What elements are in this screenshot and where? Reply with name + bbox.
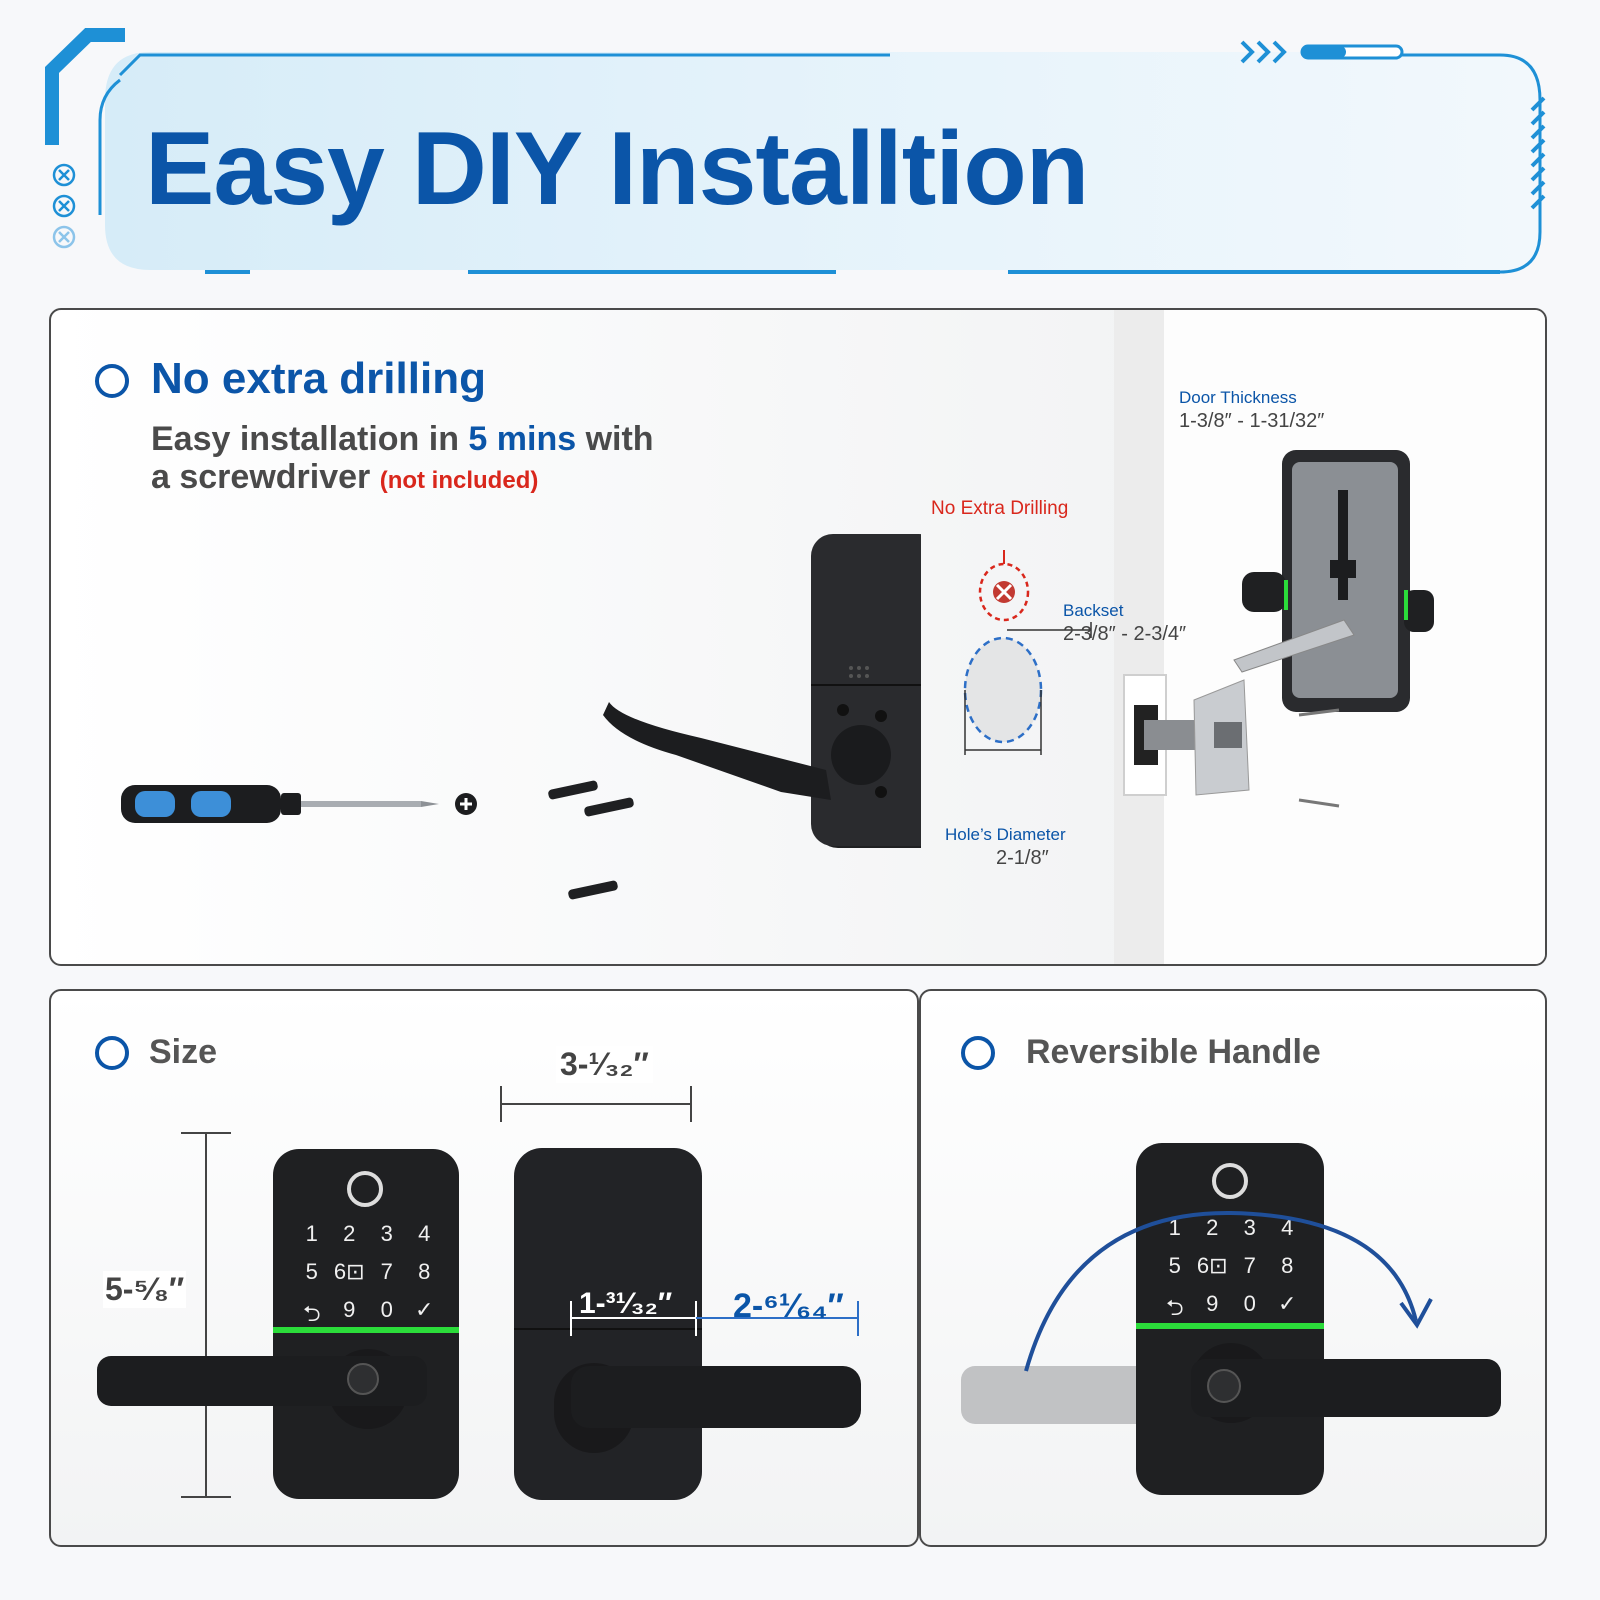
bullet-circle-icon [95, 1036, 129, 1070]
depth-dimension-label: 1-³¹⁄₃₂″ [579, 1287, 673, 1320]
key-cylinder-icon [1207, 1369, 1241, 1403]
key[interactable]: 7 [1243, 1253, 1256, 1278]
section-heading: Size [149, 1033, 218, 1071]
rotate-arrow-icon [1024, 1210, 1433, 1372]
key[interactable]: 9 [1206, 1291, 1219, 1316]
screwdriver-icon [121, 785, 477, 823]
drilling-diagram [963, 550, 1092, 755]
key-cylinder-icon [347, 1363, 379, 1395]
lever-handle [1191, 1359, 1501, 1417]
key[interactable]: 5 [1168, 1253, 1181, 1278]
close-circle-icons [52, 163, 76, 249]
key[interactable]: ⮌ [1165, 1295, 1184, 1320]
section-heading: No extra drilling [151, 354, 486, 403]
key[interactable]: 3 [1243, 1215, 1256, 1240]
hole-diameter-label: Hole’s Diameter [945, 825, 1066, 844]
key[interactable]: 7 [380, 1259, 393, 1284]
install-time-line: Easy installation in 5 mins with [151, 420, 654, 459]
chevrons-icon [1240, 40, 1287, 64]
lock-body-exploded-image [603, 534, 921, 848]
lever-handle-side [571, 1366, 861, 1428]
height-dimension-label: 5-⁵⁄₈″ [103, 1271, 187, 1308]
no-extra-drilling-card: No extra drilling Easy installation in 5… [49, 308, 1547, 966]
key[interactable]: 3 [380, 1221, 393, 1246]
no-extra-drilling-label: No Extra Drilling [931, 498, 1069, 519]
fingerprint-sensor-icon [1212, 1163, 1248, 1199]
width-dimension-line [500, 1086, 692, 1122]
hole-diameter-value: 2-1/8″ [996, 847, 1049, 869]
key[interactable]: 8 [418, 1259, 431, 1284]
backset-value: 2-3/8″ - 2-3/4″ [1063, 623, 1187, 645]
key[interactable]: 2 [343, 1221, 356, 1246]
header-banner: Easy DIY Installtion [0, 0, 1600, 290]
key[interactable]: 9 [343, 1297, 356, 1322]
install-time-highlight: 5 mins [468, 420, 577, 458]
install-text-end: with [576, 420, 654, 458]
bullet-circle-icon [961, 1036, 995, 1070]
depth-dimension-line [570, 1301, 859, 1336]
backset-label: Backset [1063, 601, 1124, 620]
bullet-circle-icon [95, 364, 129, 398]
header-frame-graphic [45, 28, 1546, 274]
key[interactable]: 0 [380, 1297, 393, 1322]
page-title: Easy DIY Installtion [145, 111, 1089, 227]
key[interactable]: 8 [1281, 1253, 1294, 1278]
mounting-screws-icon [548, 780, 634, 900]
latch-and-plate-image [1123, 450, 1434, 808]
handle-length-label: 2-⁶¹⁄₆₄″ [733, 1287, 844, 1325]
height-dimension-line [181, 1132, 231, 1498]
screwdriver-text: a screwdriver [151, 458, 380, 496]
key[interactable]: 0 [1243, 1291, 1256, 1316]
key[interactable]: 1 [1168, 1215, 1181, 1240]
key[interactable]: 2 [1206, 1215, 1219, 1240]
door-edge [1114, 310, 1164, 964]
screwdriver-line: a screwdriver (not included) [151, 458, 538, 497]
key[interactable]: 1 [305, 1221, 318, 1246]
section-heading: Reversible Handle [1026, 1033, 1321, 1071]
status-light-strip [1136, 1323, 1324, 1329]
status-light-strip [273, 1327, 459, 1333]
door-thickness-label: Door Thickness [1179, 388, 1297, 407]
not-included-note: (not included) [379, 467, 539, 494]
door-thickness-value: 1-3/8″ - 1-31/32″ [1179, 410, 1325, 432]
key[interactable]: ⮌ [302, 1301, 321, 1326]
fingerprint-sensor-icon [347, 1171, 383, 1207]
key[interactable]: ✓ [415, 1297, 434, 1322]
key[interactable]: ✓ [1278, 1291, 1297, 1316]
key[interactable]: 5 [305, 1259, 318, 1284]
key[interactable]: 6⊡ [1196, 1253, 1228, 1278]
housing-seam [514, 1328, 702, 1330]
key[interactable]: 6⊡ [333, 1259, 365, 1284]
key[interactable]: 4 [418, 1221, 431, 1246]
width-dimension-label: 3-¹⁄₃₂″ [556, 1046, 653, 1083]
install-text: Easy installation in [151, 420, 469, 458]
key[interactable]: 4 [1281, 1215, 1294, 1240]
